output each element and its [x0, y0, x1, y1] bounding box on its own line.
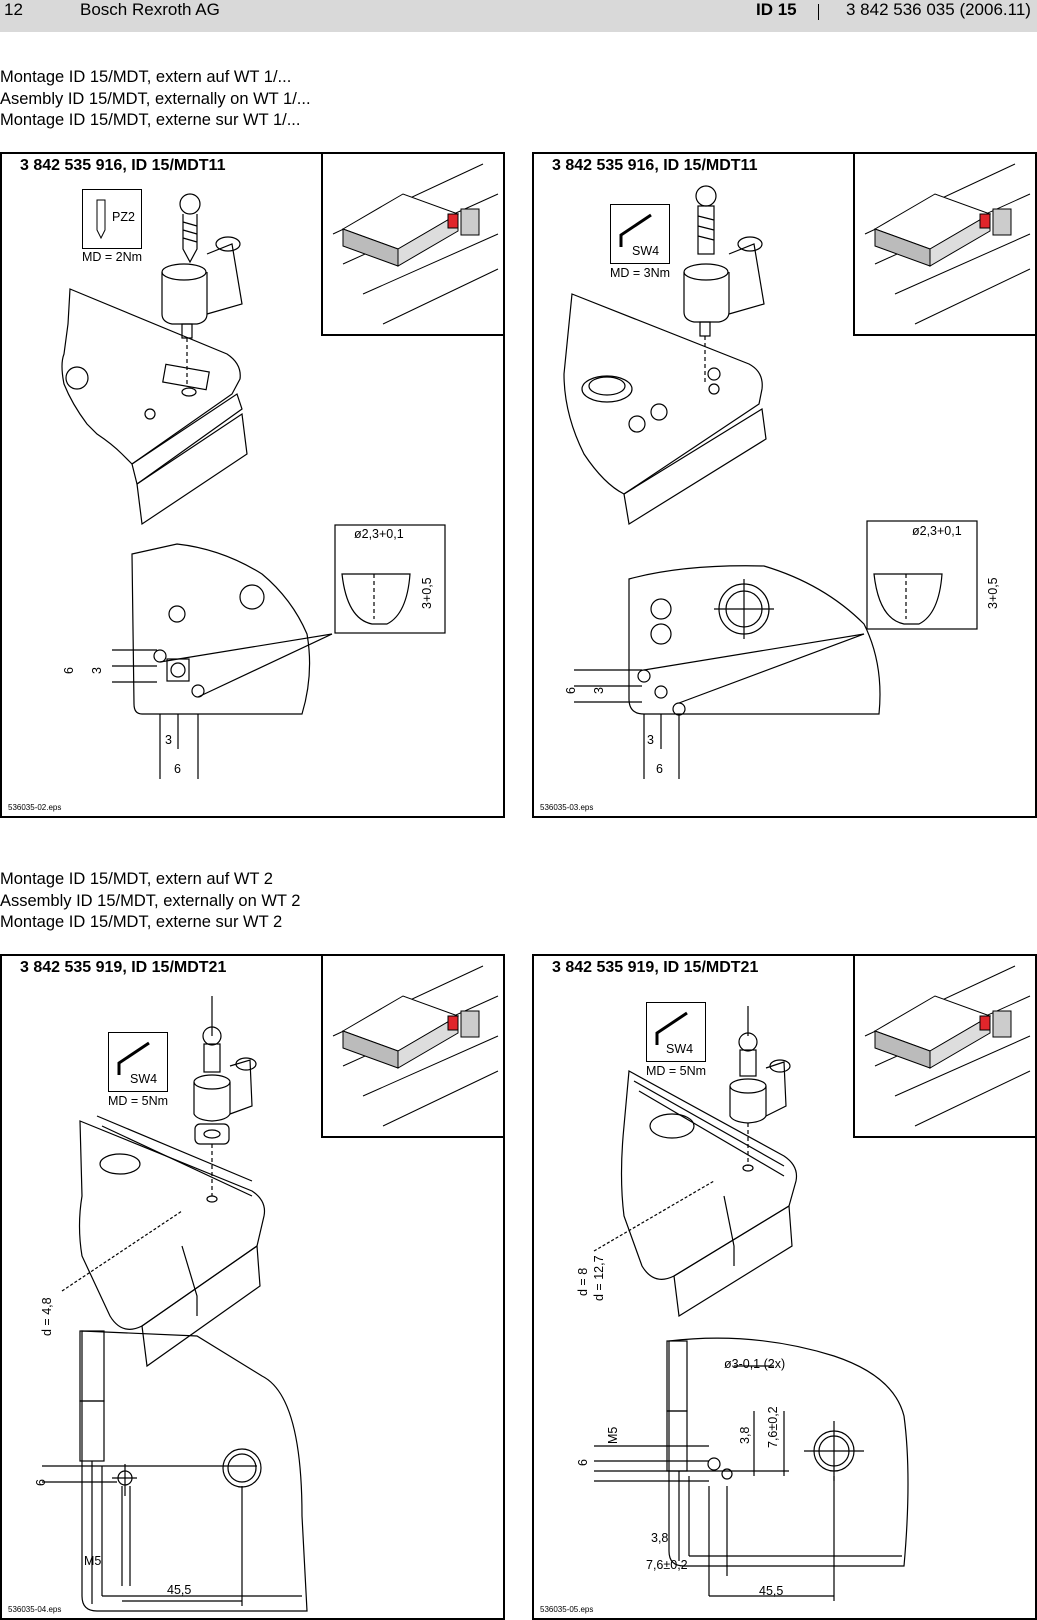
panel-title: 3 842 535 919, ID 15/MDT21 [20, 959, 227, 976]
bore-depth-label: 3+0,5 [420, 577, 434, 609]
workpiece-carrier-inset [853, 956, 1035, 1138]
assembly-drawing [563, 185, 978, 779]
tool-label: PZ2 [112, 210, 135, 224]
bore-diameter-label: ø2,3+0,1 [912, 524, 962, 538]
section-title-de: Montage ID 15/MDT, extern auf WT 1/... [0, 68, 292, 86]
workpiece-carrier-inset [321, 956, 503, 1138]
dimension-6-vertical: 6 [34, 1479, 48, 1486]
assembly-drawing [42, 996, 308, 1612]
section-2-titles: Montage ID 15/MDT, extern auf WT 2 Assem… [0, 869, 300, 934]
assembly-drawing [61, 193, 446, 779]
product-id: ID 15 [756, 0, 797, 19]
dimension-3-horizontal: 3 [165, 733, 172, 747]
bore-depth-label: 3+0,5 [986, 577, 1000, 609]
assembly-drawing [593, 1006, 909, 1601]
section-title-fr: Montage ID 15/MDT, externe sur WT 2 [0, 913, 283, 931]
d-dimension-label-2: d = 12,7 [592, 1255, 606, 1301]
tool-label: SW4 [666, 1042, 694, 1056]
file-reference: 536035-04.eps [8, 1605, 62, 1614]
hex-key-icon [108, 1032, 168, 1092]
tool-label: SW4 [632, 244, 660, 258]
hole-diameter-label: ø3-0,1 (2x) [724, 1357, 786, 1371]
assembly-panel-mdt21-left: 3 842 535 919, ID 15/MDT21 [0, 954, 505, 1620]
section-title-en: Assembly ID 15/MDT, externally on WT 2 [0, 891, 301, 910]
assembly-panel-mdt11-screw: 3 842 535 916, ID 15/MDT11 [0, 152, 505, 818]
company-name: Bosch Rexroth AG [80, 0, 220, 19]
carrier-overview-drawing [864, 965, 1031, 1127]
dimension-3-vertical: 3 [90, 667, 104, 674]
document-number: 3 842 536 035 (2006.11) [846, 0, 1031, 19]
file-reference: 536035-05.eps [540, 1605, 594, 1614]
d-dimension-label-1: d = 8 [576, 1267, 590, 1296]
panel-title: 3 842 535 919, ID 15/MDT21 [552, 959, 759, 976]
dimension-6-horizontal: 6 [656, 762, 663, 776]
dimension-6-horizontal: 6 [174, 762, 181, 776]
dimension-3-8-vertical: 3,8 [738, 1426, 752, 1444]
header-separator [818, 4, 819, 20]
file-reference: 536035-02.eps [8, 803, 62, 812]
dimension-7-6-horizontal: 7,6±0,2 [646, 1558, 688, 1572]
dimension-3-horizontal: 3 [647, 733, 654, 747]
dimension-3-vertical: 3 [592, 687, 606, 694]
dimension-6-vertical: 6 [576, 1459, 590, 1466]
d-dimension-label: d = 4,8 [40, 1297, 54, 1336]
section-1-titles: Montage ID 15/MDT, extern auf WT 1/... A… [0, 67, 311, 132]
bore-diameter-label: ø2,3+0,1 [354, 527, 404, 541]
dimension-7-6-vertical: 7,6±0,2 [766, 1406, 780, 1448]
workpiece-carrier-inset [321, 154, 503, 336]
carrier-overview-drawing [332, 163, 499, 325]
dimension-45-5-label: 45,5 [759, 1584, 784, 1598]
dimension-3-8-horizontal: 3,8 [651, 1531, 669, 1545]
assembly-panel-mdt11-socket: 3 842 535 916, ID 15/MDT11 [532, 152, 1037, 818]
carrier-overview-drawing [864, 163, 1031, 325]
torque-label: MD = 5Nm [108, 1094, 169, 1108]
file-reference: 536035-03.eps [540, 803, 594, 812]
carrier-overview-drawing [332, 965, 499, 1127]
tool-label: SW4 [130, 1072, 158, 1086]
hex-key-icon [646, 1002, 706, 1062]
section-title-fr: Montage ID 15/MDT, externe sur WT 1/... [0, 111, 301, 129]
screwdriver-icon [96, 199, 106, 240]
dimension-45-5-label: 45,5 [167, 1583, 192, 1597]
page-header: 12 Bosch Rexroth AG ID 15 3 842 536 035 … [0, 0, 1037, 32]
allen-key-icon [117, 1041, 150, 1075]
allen-key-icon [655, 1011, 688, 1045]
phillips-bit-icon [82, 189, 142, 249]
panel-title: 3 842 535 916, ID 15/MDT11 [552, 157, 758, 174]
page-number: 12 [4, 0, 23, 19]
dimension-6-vertical: 6 [62, 667, 76, 674]
hex-key-icon [610, 204, 670, 264]
section-title-de: Montage ID 15/MDT, extern auf WT 2 [0, 870, 273, 888]
thread-m5-label: M5 [84, 1554, 102, 1568]
allen-key-icon [619, 213, 652, 247]
section-title-en: Asembly ID 15/MDT, externally on WT 1/..… [0, 89, 311, 108]
torque-label: MD = 5Nm [646, 1064, 707, 1078]
thread-m5-label: M5 [606, 1426, 620, 1444]
workpiece-carrier-inset [853, 154, 1035, 336]
assembly-panel-mdt21-right: 3 842 535 919, ID 15/MDT21 [532, 954, 1037, 1620]
torque-label: MD = 2Nm [82, 250, 143, 264]
torque-label: MD = 3Nm [610, 266, 671, 280]
dimension-6-vertical: 6 [564, 687, 578, 694]
panel-title: 3 842 535 916, ID 15/MDT11 [20, 157, 226, 174]
